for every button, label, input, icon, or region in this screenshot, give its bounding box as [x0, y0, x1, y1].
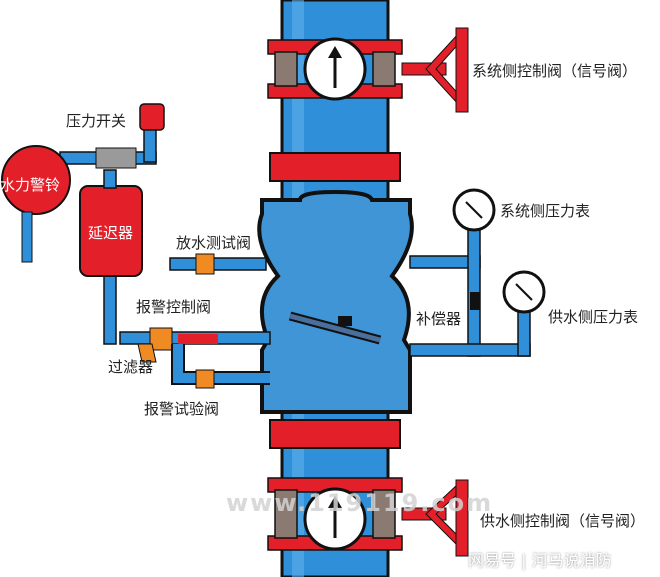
- label-pressure-switch: 压力开关: [66, 112, 127, 130]
- label-supply-side-pressure-gauge: 供水侧压力表: [548, 308, 639, 326]
- drain-test-valve-body: [195, 253, 215, 275]
- label-compensator: 补偿器: [416, 310, 462, 328]
- label-strainer: 过滤器: [108, 358, 154, 376]
- brand-footer: 网易号 | 河马说消防: [468, 551, 612, 570]
- supply-side-control-valve: [267, 477, 469, 557]
- upper-flange: [269, 152, 401, 182]
- label-alarm-control-valve: 报警控制阀: [136, 298, 212, 316]
- label-hydraulic-alarm: 水力警铃: [0, 176, 61, 194]
- hydraulic-alarm-bell: [1, 145, 71, 215]
- alarm-control-valve-body: [149, 327, 173, 351]
- system-side-control-valve: [267, 27, 469, 113]
- label-system-side-pressure-gauge: 系统侧压力表: [500, 202, 591, 220]
- pressure-switch: [139, 103, 165, 131]
- alarm-valve-body: [257, 189, 414, 414]
- alarm-test-valve-body: [195, 369, 215, 389]
- watermark-text: www.119119.com: [226, 489, 494, 517]
- brand-prefix: 网易号: [468, 551, 517, 570]
- brand-name: 河马说消防: [531, 551, 612, 570]
- strainer-body: [137, 343, 157, 363]
- compensator-body: [470, 292, 480, 310]
- lower-flange: [269, 419, 401, 449]
- label-supply-side-control-valve: 供水侧控制阀（信号阀）: [480, 512, 646, 530]
- label-drain-test-valve: 放水测试阀: [176, 234, 252, 252]
- drain-test-pipe: [169, 257, 267, 271]
- label-system-side-control-valve: 系统侧控制阀（信号阀）: [472, 62, 638, 80]
- label-alarm-test-valve: 报警试验阀: [144, 400, 220, 418]
- label-retard-chamber: 延迟器: [88, 224, 134, 242]
